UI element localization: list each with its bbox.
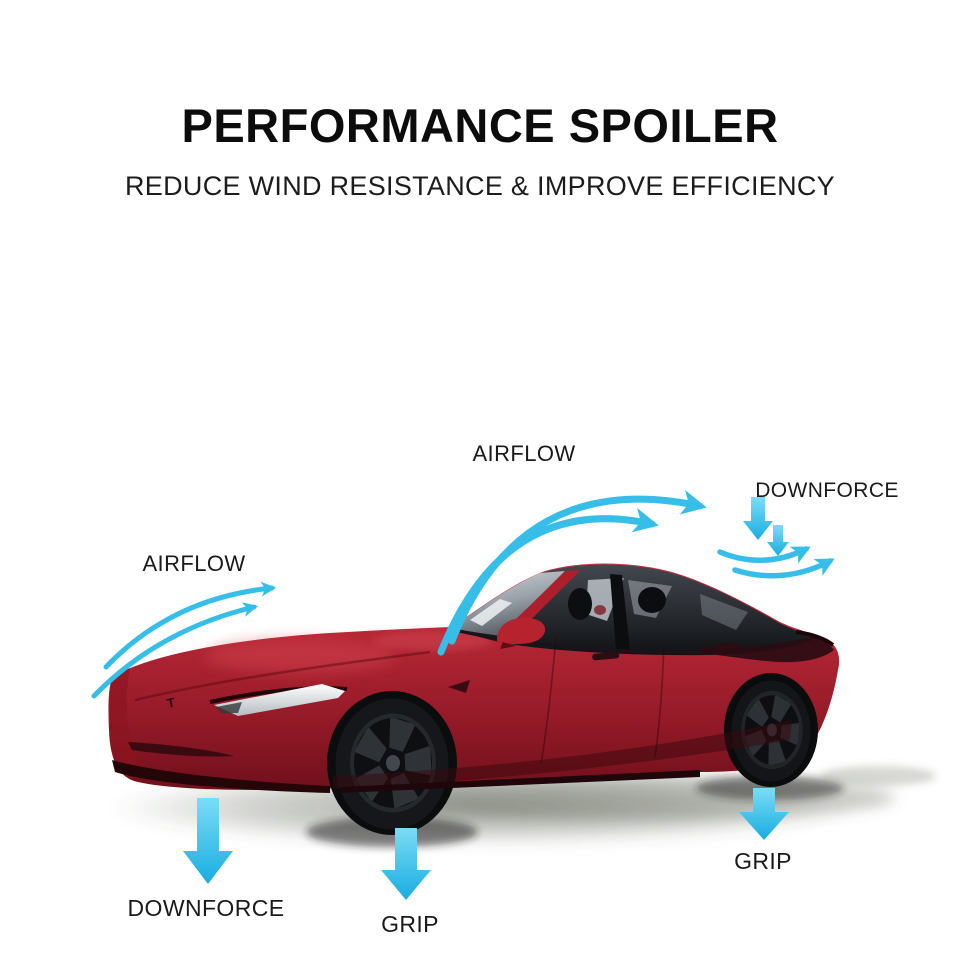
airflow-arc-top-outer-icon [448,490,707,645]
headlight [209,684,348,716]
label-airflow-top: AIRFLOW [472,441,576,466]
downforce-spoiler-arrow-small-icon [767,525,789,556]
label-grip-rear: GRIP [734,848,792,874]
rear-window-reflection [700,594,748,630]
brand-badge-icon: T [166,695,177,711]
label-grip-front: GRIP [381,911,439,937]
front-hub-cap [386,754,400,772]
side-mirror [497,618,546,649]
page-title: PERFORMANCE SPOILER [181,99,779,152]
hood-crease-line [134,650,431,702]
front-splitter [112,760,330,793]
front-nose-shade [109,668,142,775]
hood-highlight [205,639,395,673]
page-subtitle: REDUCE WIND RESISTANCE & IMPROVE EFFICIE… [125,171,835,201]
downforce-spoiler-arrow-large-icon [743,497,773,540]
spoiler-exit-flow-upper-icon [717,546,811,564]
fender-highlight [373,631,493,651]
airflow-arc-top-inner-icon [437,507,659,656]
windshield-reflection [470,599,512,626]
trunk-spoiler-lip [795,630,835,647]
fender-camera-vent [448,680,470,693]
front-intake [128,742,234,757]
downforce-ground-arrow-icon [183,798,233,884]
label-airflow-front: AIRFLOW [142,551,246,576]
airflow-arc-front-lower-icon [91,602,259,699]
airflow-arrows [91,490,835,699]
force-arrows [183,497,789,900]
car-illustration: T [108,563,840,835]
airflow-arc-front-upper-icon [103,581,277,670]
rocker-panel [340,770,700,793]
front-wheel [332,695,452,833]
b-pillar [610,574,630,651]
beltline-trim [454,628,751,654]
label-downforce-rear: DOWNFORCE [755,479,899,502]
interior-seats [568,587,666,620]
rear-quarter-sweep [700,637,834,663]
front-door-handle [592,651,620,661]
grip-rear-arrow-icon [739,788,789,840]
label-downforce-front: DOWNFORCE [127,895,285,921]
rear-door-handle [714,642,740,650]
door-seams [540,637,665,765]
lower-door-shadow [332,720,792,789]
grip-front-arrow-icon [381,828,431,900]
spoiler-exit-flow-lower-icon [732,558,835,579]
